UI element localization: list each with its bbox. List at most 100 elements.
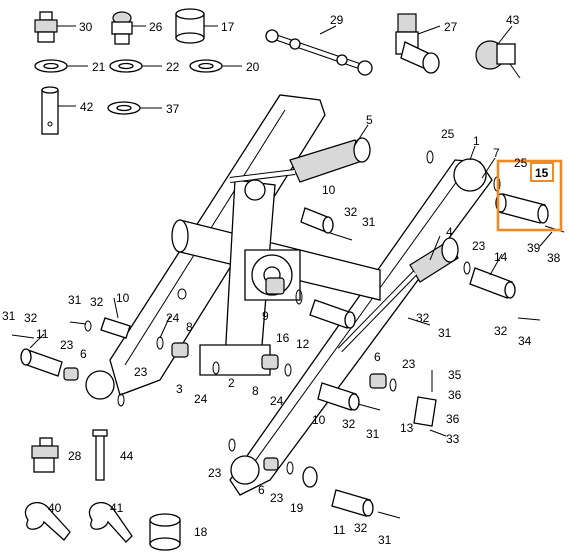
callout-10c: 10: [312, 413, 326, 427]
elbow-fitting-27: [395, 13, 440, 74]
bushing-18: [149, 513, 181, 551]
callout-36b: 36: [446, 412, 460, 426]
callout-40: 40: [48, 501, 62, 515]
callout-10b: 10: [116, 291, 130, 305]
shaft-29: [265, 29, 373, 76]
callout-8a: 8: [186, 320, 193, 334]
callout-23b: 23: [60, 338, 74, 352]
callout-32d: 32: [24, 311, 38, 325]
callout-13: 13: [400, 421, 414, 435]
callout-6b: 6: [374, 350, 381, 364]
callout-11b: 11: [333, 523, 346, 537]
callout-6a: 6: [80, 347, 87, 361]
callout-11a: 11: [36, 327, 49, 341]
callout-38: 38: [547, 251, 561, 265]
callout-41: 41: [110, 501, 124, 515]
pin-11-lower: [331, 489, 374, 517]
callout-2: 2: [228, 376, 235, 390]
callout-1: 1: [473, 134, 480, 148]
pin-10-lower: [317, 382, 360, 411]
washer-21: [34, 59, 68, 73]
sensor-43: [475, 40, 521, 79]
grease-nipple-30: [34, 11, 58, 43]
callout-23c: 23: [134, 365, 148, 379]
leader-lines: [29, 25, 553, 349]
pin-10-left: [100, 317, 131, 339]
callout-14: 14: [494, 250, 508, 264]
callout-31b: 31: [68, 293, 82, 307]
callout-22: 22: [166, 60, 180, 74]
highlight-box-15: [496, 159, 563, 232]
callout-32c: 32: [416, 311, 430, 325]
callout-9: 9: [262, 309, 269, 323]
callout-24c: 24: [270, 394, 284, 408]
clamp-41: [89, 501, 133, 543]
cylinder-5: [229, 137, 371, 183]
clamp-40: [25, 501, 71, 541]
callout-16: 16: [276, 331, 290, 345]
callout-23f: 23: [270, 491, 284, 505]
callout-32g: 32: [354, 521, 368, 535]
pin-10-upper: [300, 207, 334, 234]
callout-25b: 25: [514, 156, 528, 170]
callout-37: 37: [166, 102, 180, 116]
washer-20: [189, 59, 223, 73]
callout-6c: 6: [258, 483, 265, 497]
callout-26: 26: [149, 20, 163, 34]
callout-32b: 32: [90, 295, 104, 309]
callout-32e: 32: [342, 417, 356, 431]
callout-34: 34: [518, 334, 532, 348]
callout-31c: 31: [438, 326, 452, 340]
highlight-label-15-box: [530, 162, 554, 182]
washer-22: [109, 59, 143, 73]
callout-23a: 23: [472, 239, 486, 253]
callout-23d: 23: [402, 357, 416, 371]
callout-31e: 31: [366, 427, 380, 441]
callout-27: 27: [444, 20, 458, 34]
pin-15: [495, 193, 549, 224]
callout-39: 39: [527, 241, 541, 255]
callout-18: 18: [194, 525, 208, 539]
callout-33: 33: [446, 432, 460, 446]
washer-37: [107, 101, 141, 115]
callout-23e: 23: [208, 466, 222, 480]
callout-5: 5: [366, 113, 373, 127]
callout-44: 44: [120, 449, 134, 463]
pin-14: [469, 267, 516, 299]
pin-13: [413, 396, 437, 427]
pin-44: [92, 429, 108, 481]
callout-43: 43: [506, 13, 520, 27]
callout-15: 15: [535, 166, 549, 180]
callout-19: 19: [290, 501, 304, 515]
grease-nipple-26: [111, 11, 133, 45]
callout-31d: 31: [2, 309, 16, 323]
callout-labels: 30 26 17 29 27 43 21 22 20 42 37 5 25 1 …: [2, 13, 561, 547]
bushings: [63, 277, 387, 471]
callout-4: 4: [446, 225, 453, 239]
cylinder-4: [337, 237, 459, 353]
callout-7: 7: [493, 146, 500, 160]
callout-42: 42: [80, 100, 94, 114]
callout-36a: 36: [448, 388, 462, 402]
bushing-17: [175, 8, 205, 44]
callout-12: 12: [296, 337, 310, 351]
callout-25a: 25: [441, 127, 455, 141]
callout-28: 28: [68, 449, 82, 463]
callout-31a: 31: [362, 215, 376, 229]
callout-17: 17: [221, 20, 235, 34]
callout-10a: 10: [322, 183, 336, 197]
callout-32a: 32: [344, 205, 358, 219]
callout-24b: 24: [194, 392, 208, 406]
fitting-28: [31, 437, 59, 473]
callout-21: 21: [92, 60, 106, 74]
callout-29: 29: [330, 13, 344, 27]
callout-31f: 31: [378, 533, 392, 547]
pin-12: [309, 299, 356, 329]
callout-35: 35: [448, 368, 462, 382]
pin-42: [41, 86, 59, 135]
callout-30: 30: [79, 20, 93, 34]
callout-20: 20: [246, 60, 260, 74]
callout-32f: 32: [494, 324, 508, 338]
